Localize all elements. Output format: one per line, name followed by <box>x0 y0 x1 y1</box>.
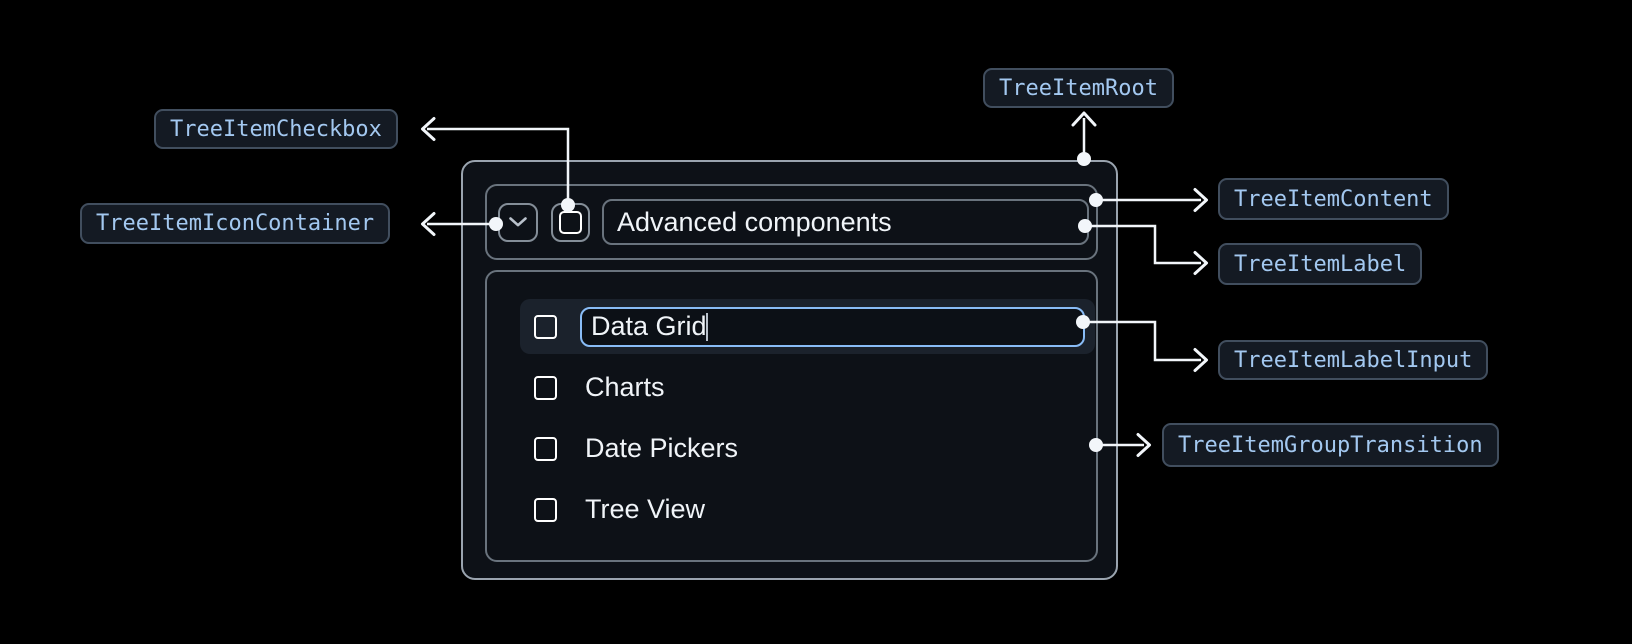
tree-row-editing[interactable] <box>520 299 1095 354</box>
checkbox-unchecked-icon[interactable] <box>534 314 557 339</box>
badge-tree-item-root: TreeItemRoot <box>983 68 1174 108</box>
tree-item-label: Tree View <box>585 494 706 524</box>
connector-tree-item-root <box>1071 111 1097 166</box>
checkbox-unchecked-icon[interactable] <box>534 497 557 522</box>
badge-tree-item-icon-container: TreeItemIconContainer <box>80 203 391 244</box>
tree-item-group-transition: Charts Date Pickers Tree View <box>485 270 1098 562</box>
expand-collapse-button[interactable] <box>498 202 538 242</box>
tree-item-label: Date Pickers <box>585 433 739 463</box>
checkbox-unchecked-icon[interactable] <box>534 436 557 461</box>
tree-item-label: Advanced components <box>602 199 1089 245</box>
badge-tree-item-label: TreeItemLabel <box>1218 243 1423 285</box>
tree-item-label: Charts <box>585 372 665 402</box>
badge-tree-item-label-input: TreeItemLabelInput <box>1218 340 1489 380</box>
parent-item-label: Advanced components <box>617 206 892 237</box>
tree-row[interactable]: Tree View <box>520 482 1095 537</box>
badge-tree-item-content: TreeItemContent <box>1218 178 1449 220</box>
tree-row[interactable]: Date Pickers <box>520 421 1095 476</box>
tree-item-label-input-wrap <box>580 306 1085 347</box>
badge-tree-item-group-transition: TreeItemGroupTransition <box>1162 423 1499 467</box>
text-caret <box>706 312 708 341</box>
checkbox-unchecked-icon <box>559 210 582 234</box>
tree-item-root: Advanced components Charts Date Pickers <box>461 160 1118 580</box>
badge-tree-item-checkbox: TreeItemCheckbox <box>154 109 398 149</box>
tree-item-checkbox[interactable] <box>551 202 590 242</box>
checkbox-unchecked-icon[interactable] <box>534 375 557 400</box>
chevron-down-icon <box>509 217 527 227</box>
tree-item-content[interactable]: Advanced components <box>485 184 1098 260</box>
tree-item-label-input[interactable] <box>580 306 1085 347</box>
tree-row[interactable]: Charts <box>520 360 1095 415</box>
